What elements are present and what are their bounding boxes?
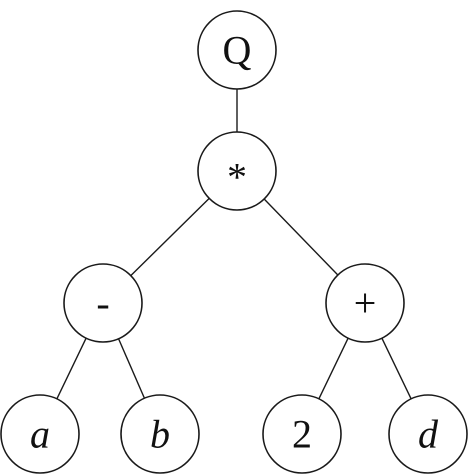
node-a: a <box>0 394 80 474</box>
node-label-two: 2 <box>292 412 312 457</box>
node-two: 2 <box>262 394 342 474</box>
node-label-plus: + <box>354 281 377 326</box>
node-plus: + <box>325 263 405 343</box>
edge-times-plus <box>263 198 339 276</box>
node-label-times: * <box>227 155 247 200</box>
node-label-minus: - <box>96 281 109 326</box>
node-circle-b <box>120 394 200 474</box>
edge-plus-d <box>381 337 412 400</box>
node-circle-times <box>197 131 277 211</box>
node-minus: - <box>63 263 143 343</box>
edge-minus-a <box>56 337 87 400</box>
node-circle-two <box>262 394 342 474</box>
node-label-Q: Q <box>223 28 252 73</box>
node-b: b <box>120 394 200 474</box>
node-times: * <box>197 131 277 211</box>
tree-nodes: Q * - + a b 2 d <box>0 10 468 474</box>
node-label-b: b <box>150 412 170 457</box>
edge-minus-b <box>117 338 146 399</box>
node-Q: Q <box>197 10 277 90</box>
node-d: d <box>388 394 468 474</box>
node-circle-minus <box>63 263 143 343</box>
node-label-a: a <box>30 412 50 457</box>
node-circle-plus <box>325 263 405 343</box>
node-circle-Q <box>197 10 277 90</box>
tree-edges <box>56 89 412 400</box>
node-circle-d <box>388 394 468 474</box>
node-circle-a <box>0 394 80 474</box>
edge-times-minus <box>130 197 210 277</box>
edge-plus-two <box>318 337 349 400</box>
node-label-d: d <box>418 412 439 457</box>
